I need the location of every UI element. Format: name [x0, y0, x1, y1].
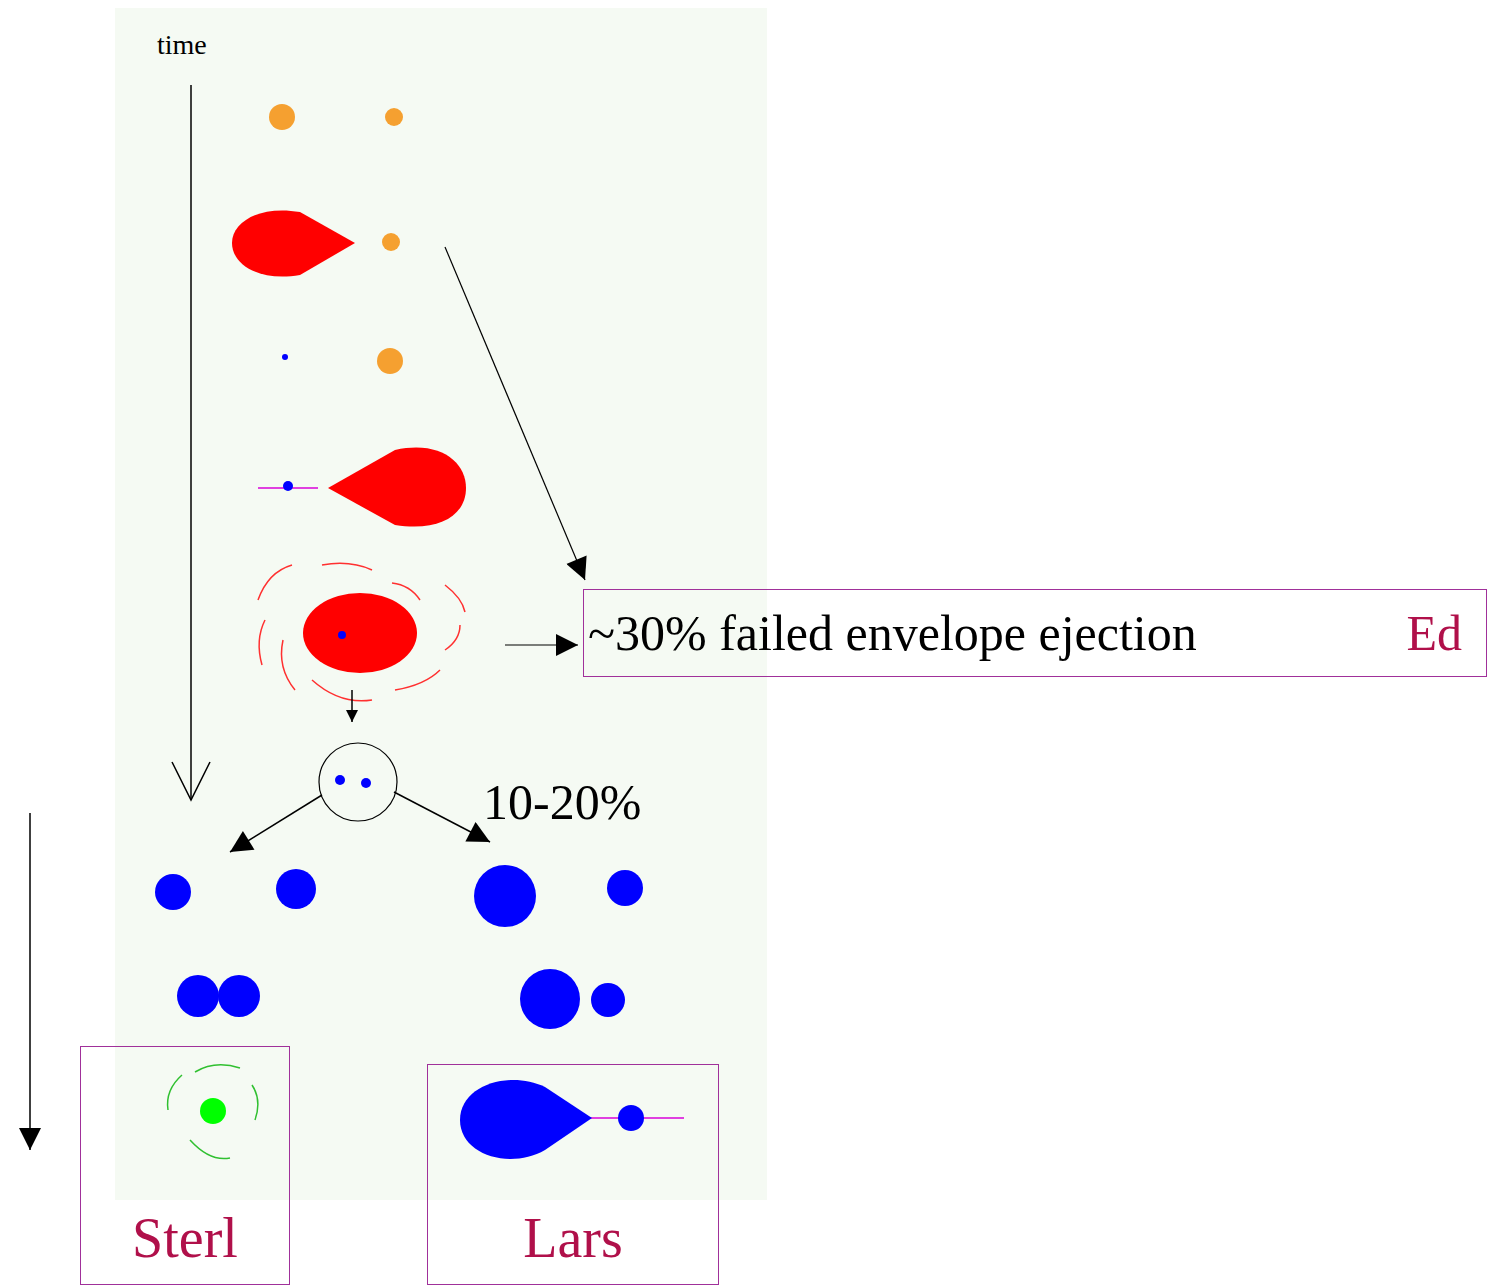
background-panel — [115, 8, 767, 1200]
branch-arrow — [394, 792, 490, 842]
binary-circle — [319, 743, 397, 821]
merger-remnant — [200, 1098, 226, 1124]
percentage-label: 10-20% — [483, 775, 641, 830]
compact-star — [283, 481, 293, 491]
star — [385, 108, 403, 126]
outcome-box: Sterl — [80, 1046, 290, 1285]
white-dwarf — [155, 874, 191, 910]
remnant-arcs — [168, 1065, 258, 1159]
white-dwarf — [591, 983, 625, 1017]
white-dwarf — [177, 975, 219, 1017]
outcome-box: Lars — [427, 1064, 719, 1285]
name-label: Sterl — [132, 1208, 238, 1270]
compact-star — [361, 778, 371, 788]
white-dwarf — [520, 969, 580, 1029]
white-dwarf — [607, 870, 643, 906]
flow-arrow — [351, 690, 353, 722]
donor-star — [460, 1080, 592, 1159]
leader-arrow — [505, 644, 578, 645]
white-dwarf — [276, 869, 316, 909]
white-dwarf — [218, 975, 260, 1017]
callout-box: ~30% failed envelope ejection Ed — [583, 589, 1487, 677]
giant-star — [232, 210, 355, 276]
time-axis — [190, 85, 192, 800]
compact-star — [282, 354, 288, 360]
callout-text: ~30% failed envelope ejection — [588, 606, 1197, 661]
name-label: Lars — [523, 1208, 623, 1270]
axis-label: time — [157, 30, 207, 61]
time-arrowhead — [172, 762, 210, 800]
giant-star — [328, 448, 466, 527]
branch-arrow — [230, 795, 322, 852]
time-axis — [29, 813, 31, 1150]
common-envelope — [303, 593, 417, 673]
star — [382, 233, 400, 251]
white-dwarf — [474, 865, 536, 927]
name-label: Ed — [1406, 606, 1462, 661]
compact-star — [335, 775, 345, 785]
ejecta-arcs — [258, 563, 465, 701]
leader-arrow — [445, 247, 585, 580]
star — [377, 348, 403, 374]
accretor — [618, 1105, 644, 1131]
compact-star — [338, 631, 346, 639]
star — [269, 104, 295, 130]
